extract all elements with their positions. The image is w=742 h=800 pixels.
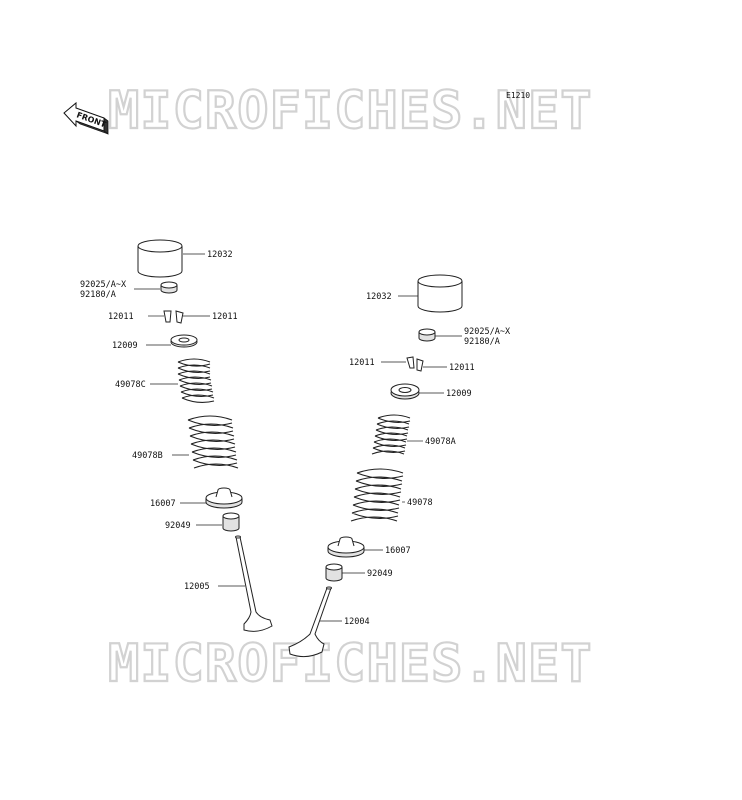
left-retainer (170, 334, 198, 348)
label-right-inner-spring: 49078A (425, 437, 456, 447)
left-stem-seal (222, 512, 240, 532)
label-right-stem-seal: 92049 (367, 569, 393, 579)
right-outer-spring (350, 468, 404, 522)
label-right-outer-spring: 49078 (407, 498, 433, 508)
diagram-code: E1210 (506, 91, 530, 100)
right-spring-seat (327, 536, 365, 558)
right-keepers (406, 356, 424, 372)
label-left-tappet: 12032 (207, 250, 233, 260)
label-right-tappet: 12032 (366, 292, 392, 302)
label-left-stem-seal: 92049 (165, 521, 191, 531)
label-right-keeper-right: 12011 (449, 363, 475, 373)
right-tappet (417, 274, 463, 313)
label-left-shim-1: 92025/A~X (80, 280, 127, 290)
label-left-outer-spring: 49078B (132, 451, 163, 461)
label-left-retainer: 12009 (112, 341, 138, 351)
label-left-shim-2: 92180/A (80, 290, 116, 300)
left-outer-spring (187, 415, 239, 469)
left-valve (235, 535, 273, 632)
label-left-inner-spring: 49078C (115, 380, 146, 390)
watermark-top: MICROFICHES.NET (108, 81, 593, 141)
label-left-valve: 12005 (184, 582, 210, 592)
right-valve (288, 586, 332, 658)
label-right-keeper-left: 12011 (349, 358, 375, 368)
right-stem-seal (325, 563, 343, 582)
left-keepers (163, 310, 184, 324)
left-spring-seat (205, 487, 243, 509)
right-shim (418, 328, 436, 342)
left-tappet (137, 239, 183, 278)
right-retainer (390, 383, 420, 400)
label-right-valve: 12004 (344, 617, 370, 627)
left-inner-spring (177, 358, 215, 404)
left-shim (160, 281, 178, 294)
label-left-keeper-left: 12011 (108, 312, 134, 322)
right-inner-spring (371, 414, 411, 455)
front-arrow-icon: FRONT (63, 101, 109, 135)
label-right-shim-2: 92180/A (464, 337, 500, 347)
label-right-spring-seat: 16007 (385, 546, 411, 556)
label-left-keeper-right: 12011 (212, 312, 238, 322)
watermark-bottom: MICROFICHES.NET (108, 634, 593, 694)
label-right-shim-1: 92025/A~X (464, 327, 511, 337)
label-left-spring-seat: 16007 (150, 499, 176, 509)
label-right-retainer: 12009 (446, 389, 472, 399)
